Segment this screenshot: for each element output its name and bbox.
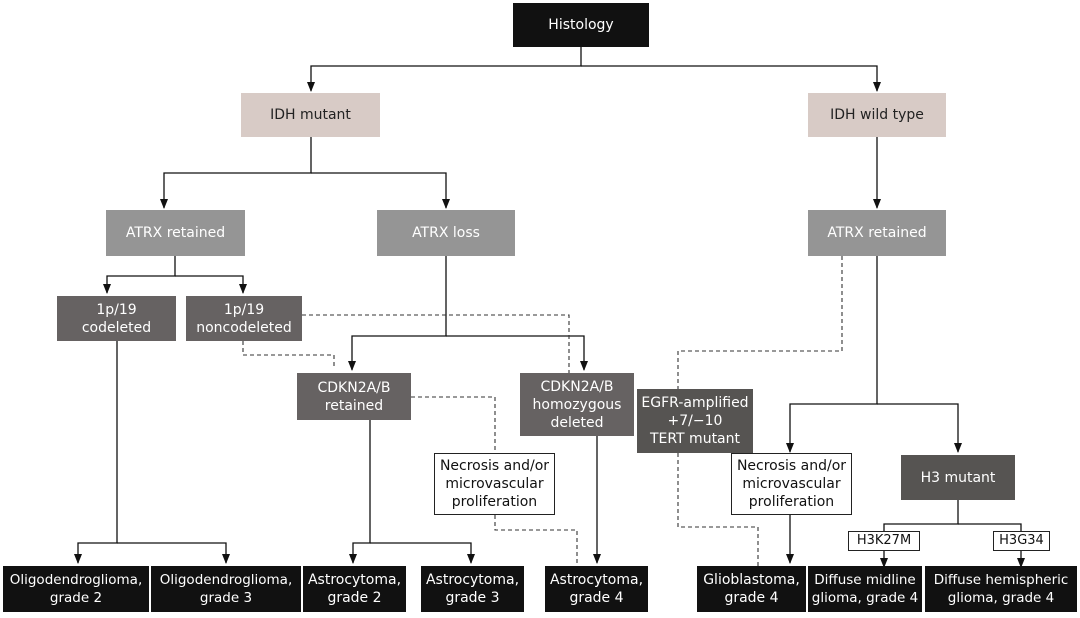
node-oligo-grade3: Oligodendroglioma, grade 3: [151, 566, 301, 612]
edge-idh-atrx-retained: [160, 137, 312, 209]
dashed-noncodeleted-cdkn-deleted: [302, 314, 570, 373]
edge-h3-split-left: [883, 500, 959, 531]
node-atrx-retained-left: ATRX retained: [106, 210, 245, 256]
node-1p19-codeleted: 1p/19 codeleted: [57, 296, 176, 341]
dashed-necrosis-astro4: [494, 515, 578, 566]
edge-atrxloss-cdkn-deleted: [446, 335, 588, 371]
edge-atrx-codeleted: [103, 256, 176, 294]
edge-histology-idh-mutant: [307, 47, 582, 92]
dashed-atrx-right-egfr: [677, 256, 843, 389]
edge-atrx-noncodeleted: [175, 275, 247, 294]
edge-codeleted-oligo2: [74, 341, 118, 564]
dashed-egfr-gbm: [677, 453, 759, 566]
node-1p19-noncodeleted: 1p/19 noncodeleted: [186, 296, 302, 341]
edge-atrx-right-h3: [877, 403, 962, 453]
node-egfr-tert: EGFR-amplified +7/−10 TERT mutant: [637, 389, 753, 453]
node-h3k27m: H3K27M: [848, 531, 920, 551]
node-oligo-grade2: Oligodendroglioma, grade 2: [3, 566, 149, 612]
node-h3-mutant: H3 mutant: [901, 455, 1015, 500]
node-histology: Histology: [513, 3, 649, 47]
dashed-cdkn-retained-necrosis: [411, 396, 496, 453]
node-atrx-loss: ATRX loss: [377, 210, 515, 256]
node-atrx-retained-right: ATRX retained: [808, 210, 946, 256]
node-astro-grade4: Astrocytoma, grade 4: [545, 566, 648, 612]
node-cdkn-deleted: CDKN2A/B homozygous deleted: [520, 373, 634, 436]
edge-atrxloss-cdkn-retained: [348, 256, 447, 371]
node-necrosis-left: Necrosis and/or microvascular proliferat…: [434, 453, 555, 515]
node-glioblastoma-grade4: Glioblastoma, grade 4: [697, 566, 806, 612]
node-necrosis-right: Necrosis and/or microvascular proliferat…: [731, 453, 852, 515]
node-diffuse-midline: Diffuse midline glioma, grade 4: [808, 566, 922, 612]
edge-idh-atrx-loss: [311, 172, 450, 209]
edge-histology-idh-wildtype: [581, 65, 881, 92]
edge-cdkn-astro3: [370, 542, 475, 564]
edge-cdkn-astro2: [349, 420, 371, 564]
node-astro-grade3: Astrocytoma, grade 3: [421, 566, 524, 612]
node-cdkn-retained: CDKN2A/B retained: [297, 373, 411, 420]
edge-atrx-right-down: [786, 256, 878, 453]
node-diffuse-hemispheric: Diffuse hemispheric glioma, grade 4: [925, 566, 1077, 612]
node-h3g34: H3G34: [993, 531, 1050, 551]
node-idh-mutant: IDH mutant: [241, 93, 380, 137]
node-astro-grade2: Astrocytoma, grade 2: [303, 566, 406, 612]
edge-h3-split-right: [958, 523, 1022, 531]
dashed-noncodeleted-cdkn-retained: [242, 341, 335, 368]
node-idh-wildtype: IDH wild type: [808, 93, 946, 137]
edge-codeleted-oligo3: [117, 542, 230, 564]
